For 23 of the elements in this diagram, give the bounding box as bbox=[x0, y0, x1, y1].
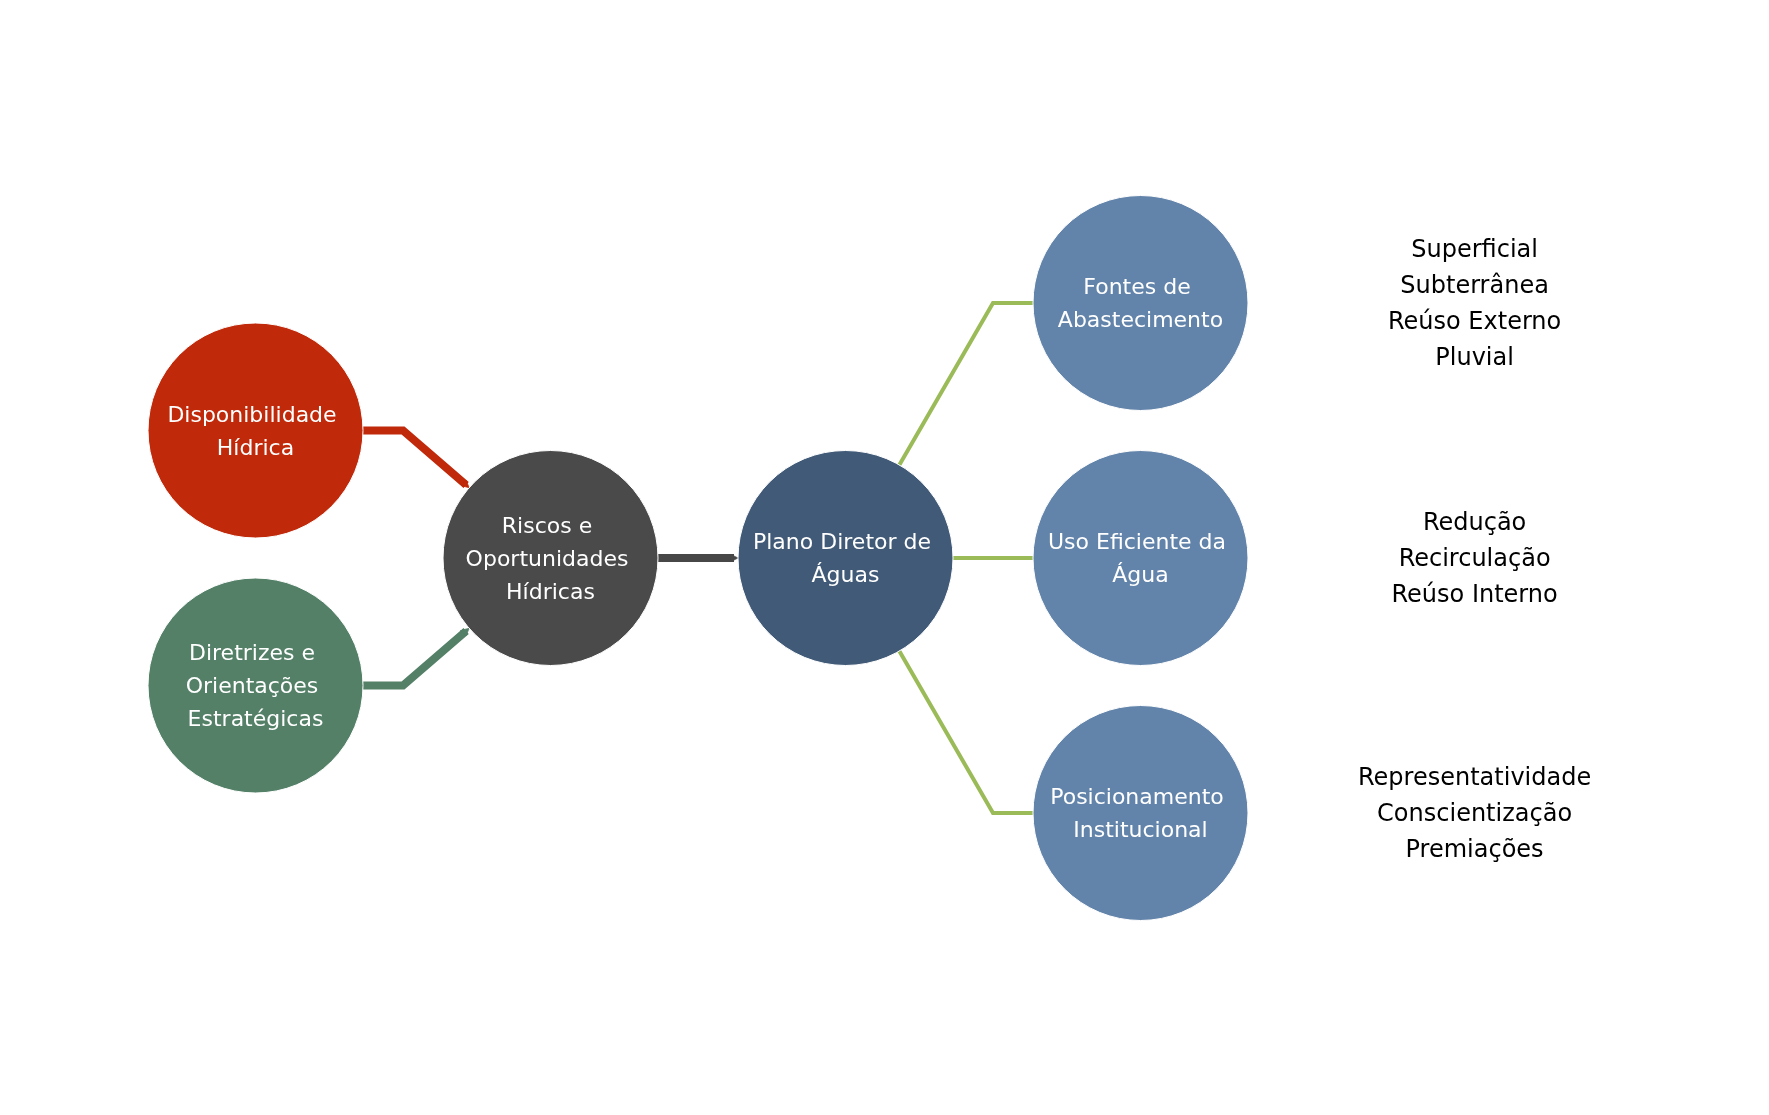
arrow bbox=[362, 627, 470, 689]
node-label: Redução bbox=[1422, 507, 1527, 536]
node-circle: Posicionamento Institucional bbox=[1032, 704, 1249, 921]
arrow bbox=[657, 553, 739, 562]
node-circle: Riscos e Oportunidades Hídricas bbox=[442, 449, 659, 666]
arrow bbox=[362, 426, 470, 488]
node-circle: Diretrizes e Orientações Estratégicas bbox=[147, 577, 364, 793]
node-label: Subterrânea bbox=[1400, 270, 1549, 299]
node-label: Superficial bbox=[1411, 234, 1538, 263]
connector bbox=[897, 300, 1033, 466]
node-label: Reúso Interno bbox=[1391, 579, 1558, 608]
node-label: Conscientização bbox=[1377, 798, 1572, 827]
node-label: Premiações bbox=[1405, 834, 1544, 863]
node-circle: Disponibilidade Hídrica bbox=[147, 322, 364, 538]
node-circle: Fontes de Abastecimento bbox=[1032, 194, 1249, 411]
node-circle: Plano Diretor de Águas bbox=[737, 449, 954, 666]
node-label: Recirculação bbox=[1398, 543, 1551, 572]
node-label: Reúso Externo bbox=[1387, 306, 1562, 335]
node-circle: Uso Eficiente da Água bbox=[1032, 449, 1249, 666]
node-label: Representatividade bbox=[1357, 762, 1592, 791]
connector bbox=[897, 649, 1033, 815]
connector bbox=[952, 555, 1033, 560]
node-label: Pluvial bbox=[1435, 342, 1514, 371]
